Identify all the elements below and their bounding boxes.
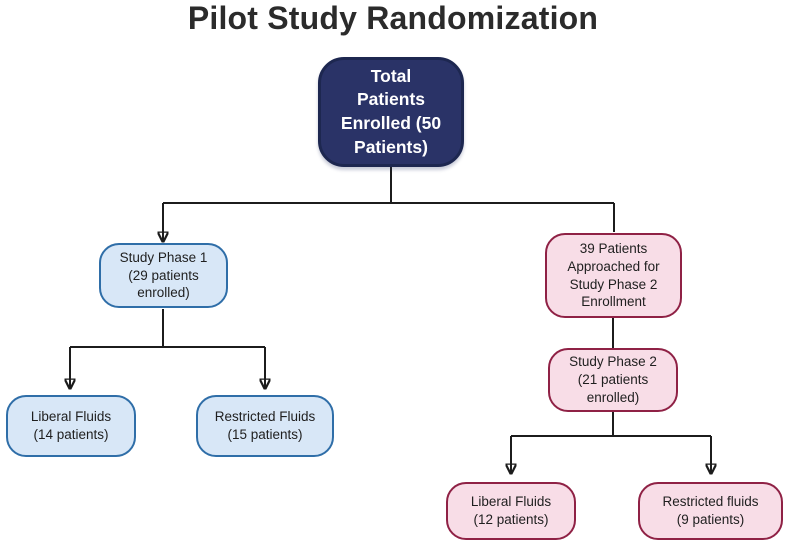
node-label: Liberal Fluids (14 patients) bbox=[30, 409, 112, 442]
node-restricted-fluids-phase2: Restricted fluids (9 patients) bbox=[638, 482, 783, 540]
node-restricted-fluids-phase1: Restricted Fluids (15 patients) bbox=[196, 395, 334, 457]
node-label: 39 Patients Approached for Study Phase 2… bbox=[567, 240, 660, 310]
node-label: Total Patients Enrolled (50 Patients) bbox=[340, 65, 442, 157]
node-label: Study Phase 2 (21 patients enrolled) bbox=[569, 354, 657, 405]
diagram-title: Pilot Study Randomization bbox=[187, 0, 599, 36]
node-label: Study Phase 1 (29 patients enrolled) bbox=[119, 249, 208, 301]
node-liberal-fluids-phase2: Liberal Fluids (12 patients) bbox=[446, 482, 576, 540]
node-total-patients-enrolled: Total Patients Enrolled (50 Patients) bbox=[318, 57, 464, 167]
node-label: Restricted Fluids (15 patients) bbox=[214, 409, 316, 442]
node-study-phase-2: Study Phase 2 (21 patients enrolled) bbox=[548, 348, 678, 412]
node-label: Restricted fluids (9 patients) bbox=[662, 494, 759, 527]
node-label: Liberal Fluids (12 patients) bbox=[470, 494, 552, 527]
node-patients-approached-phase2: 39 Patients Approached for Study Phase 2… bbox=[545, 233, 682, 318]
node-study-phase-1: Study Phase 1 (29 patients enrolled) bbox=[99, 243, 228, 308]
node-liberal-fluids-phase1: Liberal Fluids (14 patients) bbox=[6, 395, 136, 457]
